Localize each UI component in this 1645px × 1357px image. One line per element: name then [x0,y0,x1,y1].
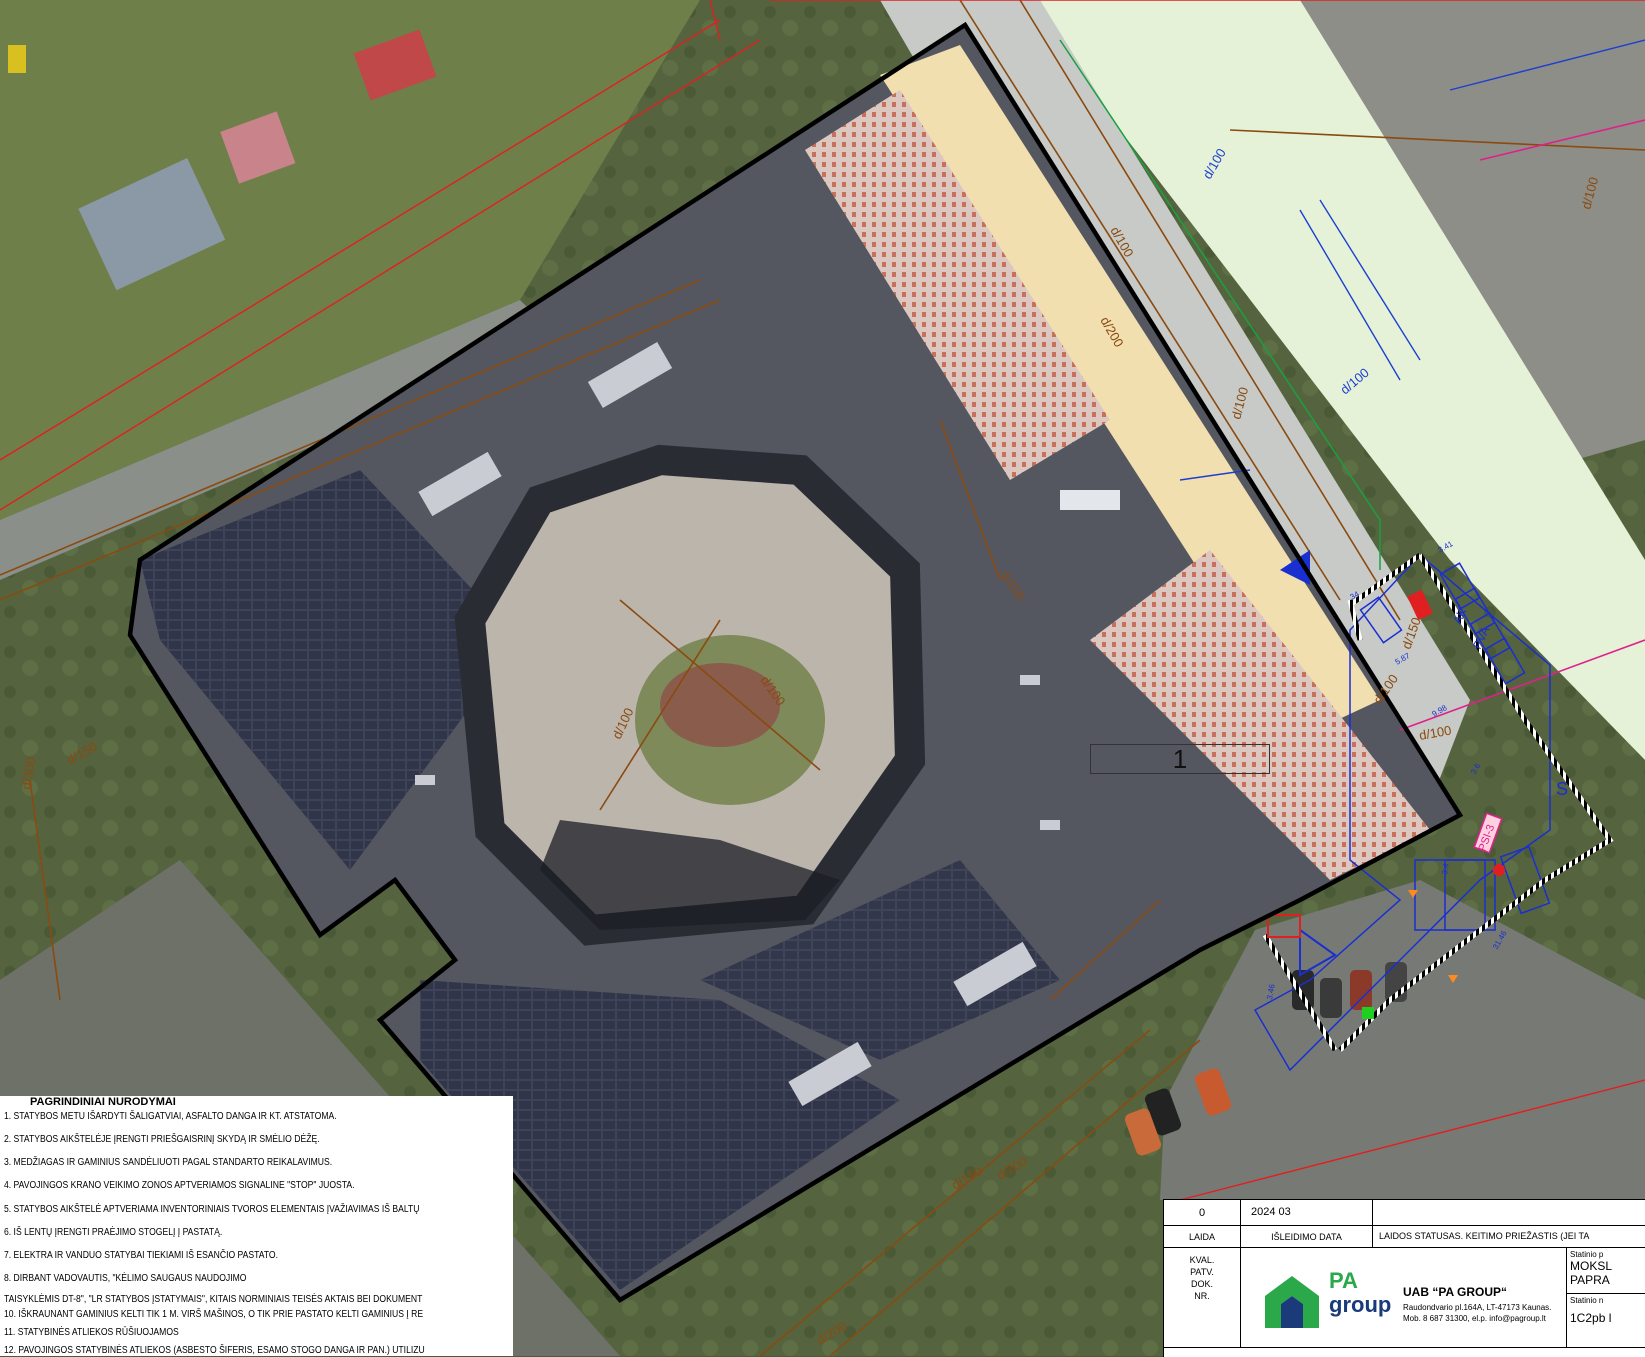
note-line: 11. STATYBINĖS ATLIEKOS RŪŠIUOJAMOS [4,1327,179,1338]
solar-panels-southeast [700,860,1060,1060]
note-line: 6. IŠ LENTŲ ĮRENGTI PRAĖJIMO STOGELĮ Į P… [4,1227,223,1238]
kval-cell: KVAL. PATV. DOK. NR. [1164,1248,1241,1348]
site-fence [1262,552,1614,1052]
red-container [1407,589,1433,621]
column-status: LAIDOS STATUSAS. KEITIMO PRIEŽASTIS (JEI… [1373,1226,1645,1248]
solar-panels-south [420,980,900,1290]
road-left [0,300,560,580]
note-line: 1. STATYBOS METU IŠARDYTI ŠALIGATVIAI, A… [4,1111,337,1122]
pipe-label: d/100 [1418,723,1453,743]
green-line [1059,39,1381,570]
orange-marker-1 [1408,890,1418,898]
statinio-n-value: 1C2pb l [1570,1311,1612,1325]
construction-yard [1253,553,1551,1072]
red-roof-block-2 [1090,550,1430,880]
survey-overlay-green [1020,0,1645,760]
playground-item [353,29,437,101]
gate-red [1267,914,1301,938]
kval-label: KVAL. [1189,1255,1215,1265]
playground-item-3 [8,45,26,73]
statinio-n-label: Statinio n [1570,1296,1604,1305]
note-line: 4. PAVOJINGOS KRANO VEIKIMO ZONOS APTVER… [4,1180,355,1191]
column-date: IŠLEIDIMO DATA [1241,1226,1373,1248]
red-lines [0,0,1645,1201]
solar-panels-west [140,470,520,870]
notes-title: PAGRINDINIAI NURODYMAI [30,1096,176,1108]
title-block: 0 2024 03 LAIDA IŠLEIDIMO DATA LAIDOS ST… [1163,1199,1645,1357]
shed-building [78,158,226,291]
pa-group-logo-icon [1265,1276,1319,1328]
psi-box [1473,812,1503,854]
statinio-p-cell: Statinio p MOKSL PAPRA [1567,1248,1645,1294]
company-name: UAB “PA GROUP“ [1403,1285,1508,1299]
note-line: 2. STATYBOS AIKŠTELĖJE ĮRENGTI PRIEŠGAIS… [4,1134,320,1145]
gate-arrow [1299,928,1337,977]
beige-strip [880,45,1380,735]
note-line: 12. PAVOJINGOS STATYBINĖS ATLIEKOS (ASBE… [4,1345,425,1356]
red-roof-block-1 [805,90,1110,480]
note-line: TAISYKLĖMIS DT-8", "LR STATYBOS ĮSTATYMA… [4,1294,423,1305]
pipe-label: d/300 [18,756,38,791]
note-line: 3. MEDŽIAGAS IR GAMINIUS SANDĖLIUOTI PAG… [4,1157,333,1168]
column-laida: LAIDA [1164,1226,1241,1248]
water-lines [1179,39,1645,481]
note-line: 10. IŠKRAUNANT GAMINIUS KELTI TIK 1 M. V… [4,1309,424,1320]
magenta-line [1399,639,1645,731]
dimension-label: 3.46 [1265,983,1277,1000]
site-boundary [127,21,1464,1303]
statinio-n-cell: Statinio n 1C2pb l [1567,1294,1645,1348]
courtyard-shadow [540,820,840,930]
statinio-p-line1: MOKSL [1570,1259,1613,1273]
magenta-line-2 [1479,119,1645,161]
revision-number: 0 [1164,1200,1241,1226]
logo-pa-text: PA [1329,1268,1358,1293]
statinio-p-label: Statinio p [1570,1250,1604,1259]
orange-marker-2 [1448,975,1458,983]
entry-arrow [1280,550,1310,585]
revision-status-cell [1373,1200,1645,1226]
logo-group-text: group [1329,1292,1392,1317]
building-number-label: 1 [1090,744,1270,774]
residential-building-top-right [1300,0,1645,470]
courtyard-center-soil [660,663,780,747]
general-notes-panel: PAGRINDINIAI NURODYMAI 1. STATYBOS METU … [0,1096,513,1356]
nr-label: NR. [1194,1291,1210,1301]
note-line: 7. ELEKTRA IR VANDUO STATYBAI TIEKIAMI I… [4,1250,278,1261]
note-line: 8. DIRBANT VADOVAUTIS, "KĖLIMO SAUGAUS N… [4,1273,247,1284]
statinio-p-line2: PAPRA [1570,1273,1610,1287]
patv-label: PATV. [1190,1267,1214,1277]
equipment-label-ak: AK [1450,606,1469,626]
company-cell: PA group UAB “PA GROUP“ Raudondvario pl.… [1241,1248,1567,1348]
lawn-top-left [0,0,700,520]
dok-label: DOK. [1190,1279,1213,1289]
roof-vents [415,342,1120,1107]
storage-label: S [1556,779,1568,799]
dimension-label: 3.4 [1440,862,1451,875]
green-marker [1362,1007,1374,1019]
hydrant-marker [1493,864,1505,876]
company-contacts: Mob. 8 687 31300, el.p. info@pagroup.lt [1403,1314,1546,1323]
playground-item-2 [220,111,296,184]
revision-date: 2024 03 [1241,1200,1373,1226]
company-address: Raudondvario pl.164A, LT-47173 Kaunas. [1403,1303,1552,1312]
note-line: 5. STATYBOS AIKŠTELĖ APTVERIAMA INVENTOR… [4,1204,420,1215]
